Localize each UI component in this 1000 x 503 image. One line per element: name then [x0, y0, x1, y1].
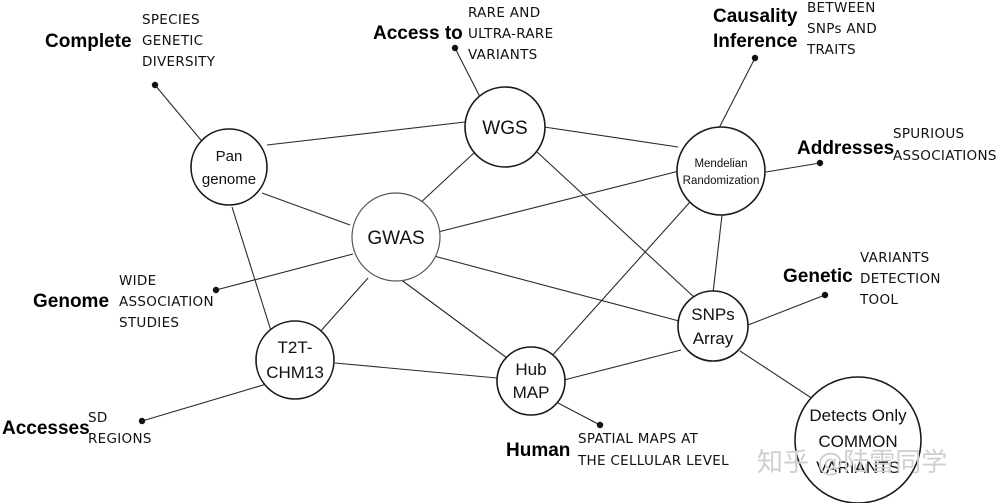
edge-gwas-snps	[433, 255, 680, 322]
svg-text:Detects Only: Detects Only	[809, 406, 907, 425]
leader-complete	[154, 84, 206, 146]
svg-text:DIVERSITY: DIVERSITY	[142, 54, 216, 70]
callout-accesses: Accesses SD REGIONS	[2, 410, 152, 447]
node-pan-genome: Pan genome	[190, 128, 268, 206]
svg-text:SNPs: SNPs	[691, 305, 734, 324]
svg-text:BETWEEN: BETWEEN	[807, 0, 876, 16]
svg-text:WIDE: WIDE	[119, 273, 156, 289]
dot-complete	[151, 81, 159, 89]
dot-addresses	[816, 159, 824, 167]
svg-text:ASSOCIATION: ASSOCIATION	[119, 294, 214, 310]
edge-mr-snps	[712, 214, 723, 294]
svg-text:Randomization: Randomization	[683, 175, 760, 187]
leader-genetic	[747, 294, 826, 326]
edge-mr-hub	[549, 201, 691, 359]
dot-human	[596, 421, 604, 429]
dot-access	[451, 44, 459, 52]
edge-gwas-t2t	[318, 277, 369, 334]
leader-access	[454, 47, 481, 98]
callout-human: Human SPATIAL MAPS AT THE CELLULAR LEVEL	[506, 431, 729, 469]
node-t2t-chm13: T2T- CHM13	[255, 320, 335, 400]
svg-text:DETECTION: DETECTION	[860, 271, 941, 287]
edge-wgs-mr	[543, 126, 679, 148]
callout-keyword: Complete	[45, 31, 132, 52]
callout-keyword: Genome	[33, 291, 109, 312]
callout-keyword: Access to	[373, 23, 463, 44]
callout-keyword: Human	[506, 440, 570, 461]
svg-text:VARIANTS: VARIANTS	[816, 458, 900, 477]
edge-snps-common	[739, 350, 814, 400]
callout-genome: Genome WIDE ASSOCIATION STUDIES	[33, 273, 214, 331]
svg-text:RARE AND: RARE AND	[468, 5, 540, 21]
node-hub-map: Hub MAP	[496, 346, 566, 416]
callout-keyword: Genetic	[783, 266, 853, 287]
leader-human	[557, 402, 601, 426]
callout-keyword: Causality	[713, 6, 798, 27]
callout-keyword: Inference	[713, 31, 797, 52]
svg-text:SPECIES: SPECIES	[142, 12, 200, 28]
svg-text:THE CELLULAR LEVEL: THE CELLULAR LEVEL	[577, 453, 729, 469]
callout-access: Access to RARE AND ULTRA-RARE VARIANTS	[373, 5, 553, 63]
svg-text:GENETIC: GENETIC	[142, 33, 203, 49]
svg-text:SPATIAL MAPS AT: SPATIAL MAPS AT	[578, 431, 699, 447]
callout-genetic: Genetic VARIANTS DETECTION TOOL	[783, 250, 941, 308]
svg-text:SPURIOUS: SPURIOUS	[893, 126, 964, 142]
svg-text:ASSOCIATIONS: ASSOCIATIONS	[893, 148, 997, 164]
svg-text:STUDIES: STUDIES	[119, 315, 179, 331]
svg-text:Mendelian: Mendelian	[694, 158, 747, 170]
svg-text:COMMON: COMMON	[818, 432, 897, 451]
callout-causality: Causality Inference BETWEEN SNPs AND TRA…	[713, 0, 877, 58]
edge-gwas-hub	[395, 275, 508, 359]
svg-text:genome: genome	[202, 171, 256, 188]
svg-text:MAP: MAP	[513, 383, 550, 402]
edge-pan-wgs	[266, 121, 466, 146]
callout-addresses: Addresses SPURIOUS ASSOCIATIONS	[797, 126, 997, 164]
svg-text:TOOL: TOOL	[859, 292, 898, 308]
svg-text:SD: SD	[88, 410, 108, 426]
svg-text:WGS: WGS	[482, 118, 527, 139]
svg-text:CHM13: CHM13	[266, 363, 324, 382]
svg-text:SNPs AND: SNPs AND	[807, 21, 877, 37]
leader-addresses	[765, 162, 821, 173]
svg-text:Array: Array	[693, 329, 734, 348]
edge-gwas-mr	[437, 170, 680, 233]
callout-keyword: Addresses	[797, 138, 894, 159]
edges	[231, 121, 814, 400]
leader-genome	[215, 253, 354, 291]
edge-hub-snps	[563, 349, 682, 381]
dot-genome	[212, 286, 220, 294]
callout-keyword: Accesses	[2, 418, 90, 439]
edge-pan-t2t	[231, 206, 273, 335]
node-wgs: WGS	[464, 86, 546, 168]
edge-wgs-snps	[535, 150, 696, 299]
callout-complete: Complete SPECIES GENETIC DIVERSITY	[45, 12, 216, 70]
node-snps-array: SNPs Array	[677, 290, 749, 362]
node-common-variants: Detects Only COMMON VARIANTS	[794, 376, 922, 503]
svg-text:TRAITS: TRAITS	[806, 42, 856, 58]
svg-text:Pan: Pan	[216, 148, 243, 165]
node-gwas: GWAS	[351, 192, 441, 282]
svg-text:ULTRA-RARE: ULTRA-RARE	[468, 26, 553, 42]
edge-wgs-gwas	[417, 151, 476, 206]
dot-genetic	[821, 291, 829, 299]
leader-accesses	[141, 382, 271, 422]
leaders	[141, 47, 826, 426]
node-mendelian-randomization: Mendelian Randomization	[676, 126, 766, 216]
leader-dots	[138, 44, 829, 429]
watermark: 知乎 @陆雪同学	[757, 448, 947, 478]
svg-text:REGIONS: REGIONS	[88, 431, 152, 447]
svg-text:T2T-: T2T-	[278, 338, 313, 357]
svg-text:VARIANTS: VARIANTS	[468, 47, 538, 63]
leader-causality	[717, 57, 756, 131]
dot-accesses	[138, 417, 146, 425]
svg-text:GWAS: GWAS	[367, 228, 424, 249]
svg-text:VARIANTS: VARIANTS	[860, 250, 930, 266]
edge-t2t-hub	[334, 362, 498, 379]
svg-text:Hub: Hub	[515, 360, 546, 379]
dot-causality	[751, 54, 759, 62]
edge-pan-gwas	[261, 192, 351, 226]
